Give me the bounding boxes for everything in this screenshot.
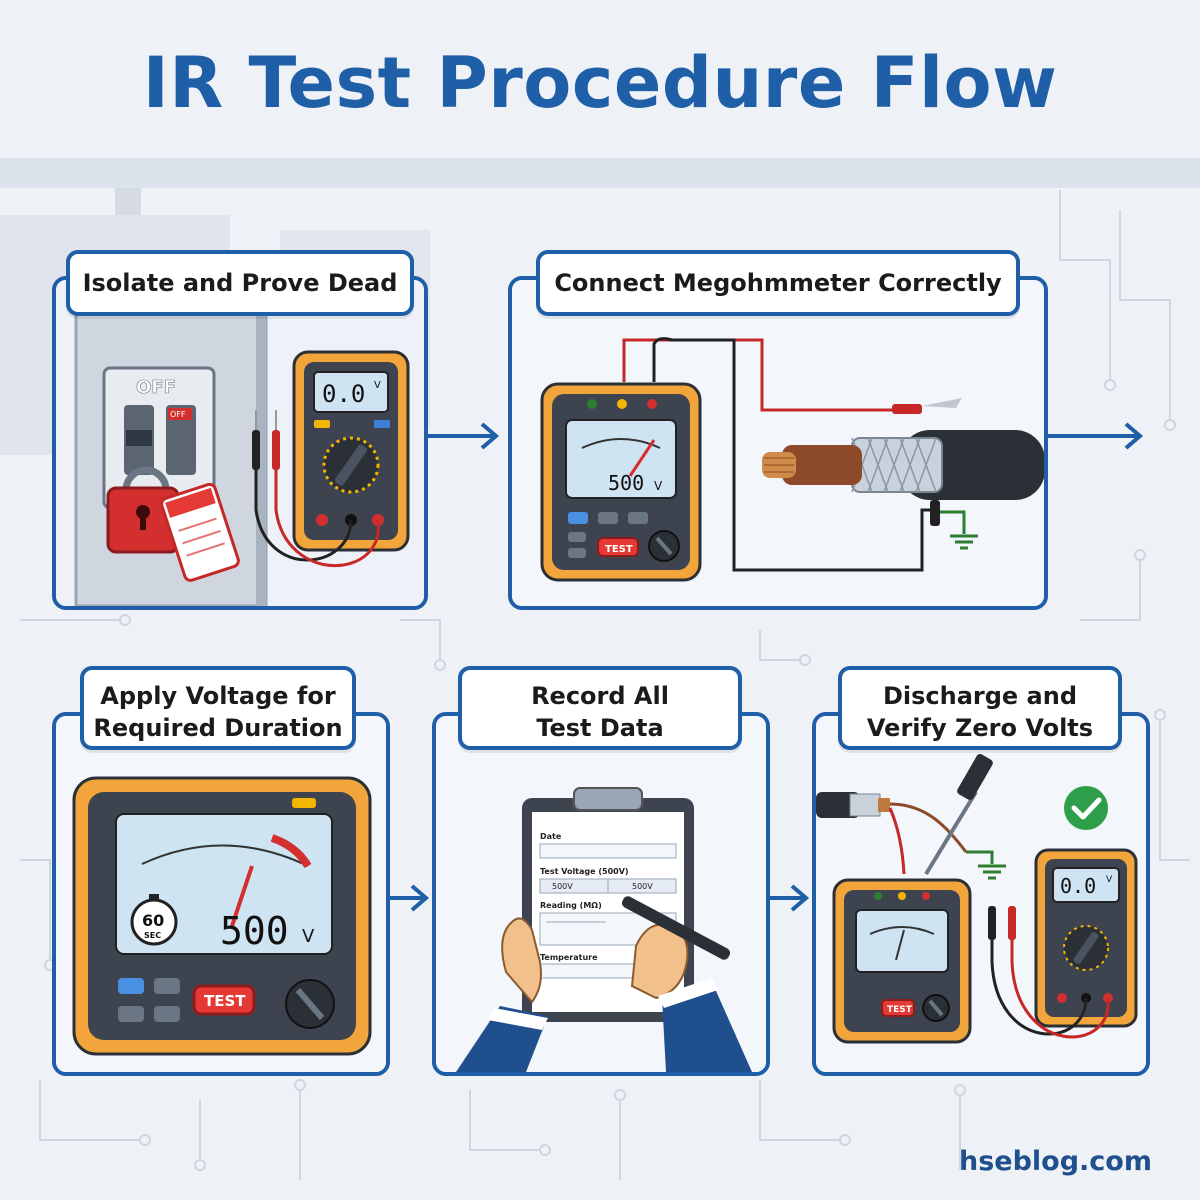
flow-arrow-3 [386,884,430,912]
megohmmeter-connection-illustration: 500 V TEST [512,280,1044,606]
svg-text:TEST: TEST [204,992,246,1010]
record-data-illustration: Date Test Voltage (500V) 500V 500V Readi… [436,716,766,1072]
step-5-panel: TEST 0.0 V [812,712,1150,1076]
svg-text:OFF: OFF [170,410,186,419]
ground-symbol [940,510,978,550]
padlock-shackle [122,466,170,491]
form-voltage-label: Test Voltage (500V) [540,867,629,876]
form-temperature-label: Temperature [540,953,598,962]
megohmmeter-reading: 500 [608,471,644,495]
applied-voltage-reading: 500 [220,909,289,953]
megohmmeter-large-icon: 60 SEC 500 V TEST [72,776,372,1056]
isolation-illustration: OFF OFF 0.0 V [56,280,424,606]
discharge-test-button[interactable] [881,999,915,1017]
svg-text:V: V [654,479,663,493]
step-1-label: Isolate and Prove Dead [66,250,414,316]
step-3-label: Apply Voltage for Required Duration [80,666,356,750]
verified-check-icon [1064,786,1108,830]
svg-text:TEST: TEST [887,1005,913,1015]
timer-value: 60 [142,911,164,930]
apply-test-button[interactable] [192,984,256,1016]
voltage-application-illustration: 60 SEC 500 V TEST [56,716,386,1072]
svg-text:V: V [1106,875,1113,885]
form-reading-label: Reading (MΩ) [540,901,602,910]
form-date-label: Date [540,832,562,841]
svg-text:V: V [374,380,381,391]
discharged-cable-icon [816,792,890,818]
page-title: IR Test Procedure Flow [142,42,1058,124]
verification-reading: 0.0 [1060,874,1096,898]
ground-symbol-step5 [966,850,1006,880]
discharge-stick-icon [924,754,993,876]
step-3-panel: 60 SEC 500 V TEST [52,712,390,1076]
step-1-panel: OFF OFF 0.0 V [52,276,428,610]
cable-icon [762,430,1044,500]
svg-text:V: V [302,926,315,947]
discharge-verify-illustration: TEST 0.0 V [816,716,1146,1072]
megohmmeter-icon: 500 V TEST [540,382,702,582]
svg-text:TEST: TEST [605,544,633,555]
hands-icon [456,896,752,1072]
multimeter-1-reading: 0.0 [322,380,365,408]
multimeter-icon: 0.0 V [292,350,410,552]
step-4-panel: Date Test Voltage (500V) 500V 500V Readi… [432,712,770,1076]
step-5-label: Discharge and Verify Zero Volts [838,666,1122,750]
flow-arrow-4 [766,884,810,912]
svg-text:SEC: SEC [144,931,161,940]
svg-text:500V: 500V [552,882,573,891]
step-2-panel: 500 V TEST [508,276,1048,610]
brand-watermark: hseblog.com [958,1146,1152,1177]
test-leads [254,460,380,568]
flow-arrow-2 [1046,422,1144,450]
pen-icon [621,896,731,960]
flow-arrow-1 [426,422,500,450]
verification-multimeter-icon: 0.0 V [1034,848,1138,1028]
lockout-tag-icon [160,482,240,582]
megohmmeter-small-icon: TEST [832,878,972,1044]
megohmmeter-test-button[interactable] [597,537,639,557]
step-2-label: Connect Megohmmeter Correctly [536,250,1020,316]
svg-text:500V: 500V [632,882,653,891]
switch-off-label: OFF [136,377,176,398]
step-4-label: Record All Test Data [458,666,742,750]
